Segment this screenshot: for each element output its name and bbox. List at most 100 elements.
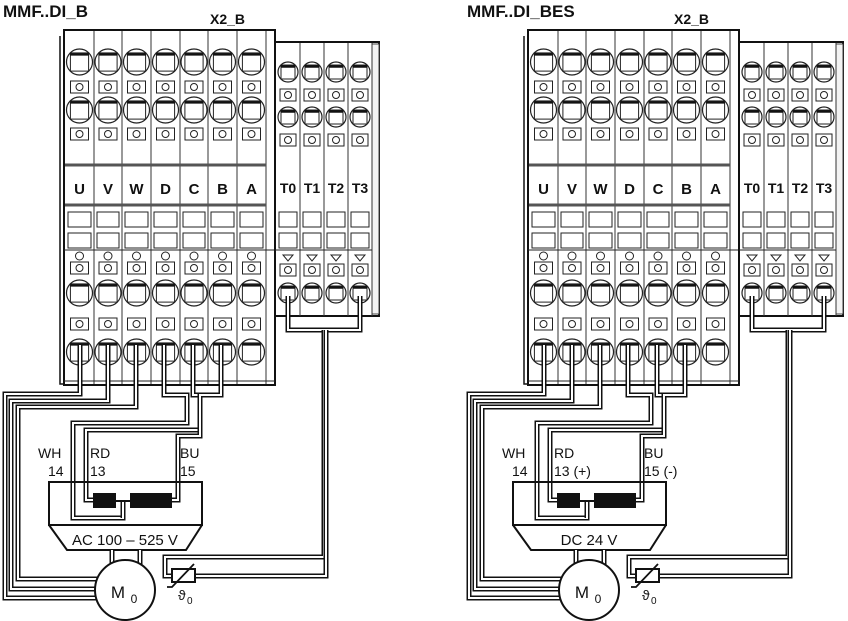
spring-clip-hole <box>711 130 720 138</box>
spring-clip-hole <box>75 130 84 138</box>
terminal-port-opening <box>648 100 668 120</box>
wire-number-rd: 13 <box>90 463 106 479</box>
terminal-port-opening <box>69 52 90 72</box>
terminal-label: T0 <box>744 180 761 196</box>
marker-slot <box>766 211 786 228</box>
terminal-port-opening <box>328 285 344 301</box>
spring-clip-hole <box>568 320 576 328</box>
terminal-port-opening <box>590 100 611 120</box>
spring-clip-hole <box>772 91 780 99</box>
terminal-port-opening <box>155 52 176 72</box>
wire-bu-core <box>172 345 222 501</box>
wire-number-wh: 14 <box>512 463 528 479</box>
marker-slot <box>239 232 264 249</box>
wire-bu-core <box>636 345 686 501</box>
terminal-port-opening <box>533 100 554 120</box>
spring-clip-hole <box>161 264 170 272</box>
motor-label: M <box>111 583 125 602</box>
terminal-label: D <box>160 181 171 198</box>
marker-slot <box>302 232 322 249</box>
test-point-icon <box>218 251 227 261</box>
spring-clip-hole <box>796 91 804 99</box>
marker-slot <box>182 232 206 249</box>
terminal-port-opening <box>768 64 784 80</box>
terminal-port-opening <box>126 52 147 72</box>
rectifier-box <box>512 481 667 526</box>
terminal-port-opening <box>816 64 832 80</box>
terminal-B: B <box>208 31 238 384</box>
terminal-port-opening <box>241 52 262 72</box>
motor-subscript: 0 <box>131 592 138 606</box>
spring-clip-hole <box>748 266 756 274</box>
test-point-icon <box>653 251 663 261</box>
terminal-port-opening <box>304 285 320 301</box>
spring-clip-hole <box>682 130 691 138</box>
terminal-label: T1 <box>768 180 785 196</box>
marker-slot <box>766 232 786 249</box>
marker-slot <box>96 232 120 249</box>
spring-clip-hole <box>596 264 605 272</box>
terminal-port-opening <box>705 100 726 120</box>
terminal-label: T1 <box>304 180 321 196</box>
spring-clip-hole <box>596 320 605 328</box>
test-point-icon <box>161 251 170 261</box>
thermistor-label: ϑ <box>642 587 650 603</box>
spring-clip-hole <box>332 266 340 274</box>
terminal-port-opening <box>676 283 697 303</box>
motor-subscript: 0 <box>595 592 602 606</box>
spring-clip-hole <box>539 83 548 91</box>
terminal-port-opening <box>184 100 204 120</box>
wire-v-core <box>474 345 573 590</box>
terminal-label: T2 <box>792 180 809 196</box>
terminal-label: W <box>129 181 144 198</box>
marker-slot <box>67 211 92 228</box>
spring-clip-hole <box>132 130 141 138</box>
terminal-port-opening <box>69 100 90 120</box>
marker-slot <box>278 211 298 228</box>
spring-clip-hole <box>75 320 84 328</box>
terminal-port-opening <box>705 52 726 72</box>
marker-slot <box>182 211 206 228</box>
marker-slot <box>210 211 235 228</box>
marker-slot <box>742 211 762 228</box>
marker-slot <box>790 211 810 228</box>
test-point-icon <box>817 254 831 262</box>
wiring <box>466 296 827 601</box>
spring-clip-hole <box>190 320 198 328</box>
spring-clip-hole <box>682 83 691 91</box>
spring-clip-hole <box>247 320 256 328</box>
spring-clip-hole <box>190 130 198 138</box>
terminal-port-opening <box>792 285 808 301</box>
thermistor-icon <box>167 563 196 588</box>
brake-coil-large-icon <box>130 493 172 508</box>
terminal-port-opening <box>155 283 176 303</box>
spring-clip-hole <box>772 136 780 144</box>
spring-clip-hole <box>654 264 662 272</box>
wire-label-wh: WH <box>38 445 61 461</box>
terminal-label: T3 <box>352 180 369 196</box>
spring-clip-hole <box>796 266 804 274</box>
wire-number-bu: 15 <box>180 463 196 479</box>
wire-t3-core <box>195 330 327 577</box>
terminal-U: U <box>65 31 95 384</box>
spring-clip-hole <box>820 136 828 144</box>
terminal-label: U <box>74 181 85 198</box>
terminal-port-opening <box>304 64 320 80</box>
test-point-icon <box>539 251 548 261</box>
terminal-port-opening <box>155 100 176 120</box>
spring-clip-hole <box>820 266 828 274</box>
terminal-A: A <box>701 31 731 384</box>
spring-clip-hole <box>625 130 634 138</box>
spring-clip-hole <box>308 266 316 274</box>
test-point-icon <box>682 251 691 261</box>
spring-clip-hole <box>772 266 780 274</box>
thermistor-slash <box>631 563 659 588</box>
spring-clip-hole <box>132 264 141 272</box>
spring-clip-hole <box>625 264 634 272</box>
terminal-port-opening <box>768 285 784 301</box>
terminal-port-opening <box>241 342 262 362</box>
spring-clip-hole <box>247 83 256 91</box>
terminal-port-opening <box>280 109 296 125</box>
